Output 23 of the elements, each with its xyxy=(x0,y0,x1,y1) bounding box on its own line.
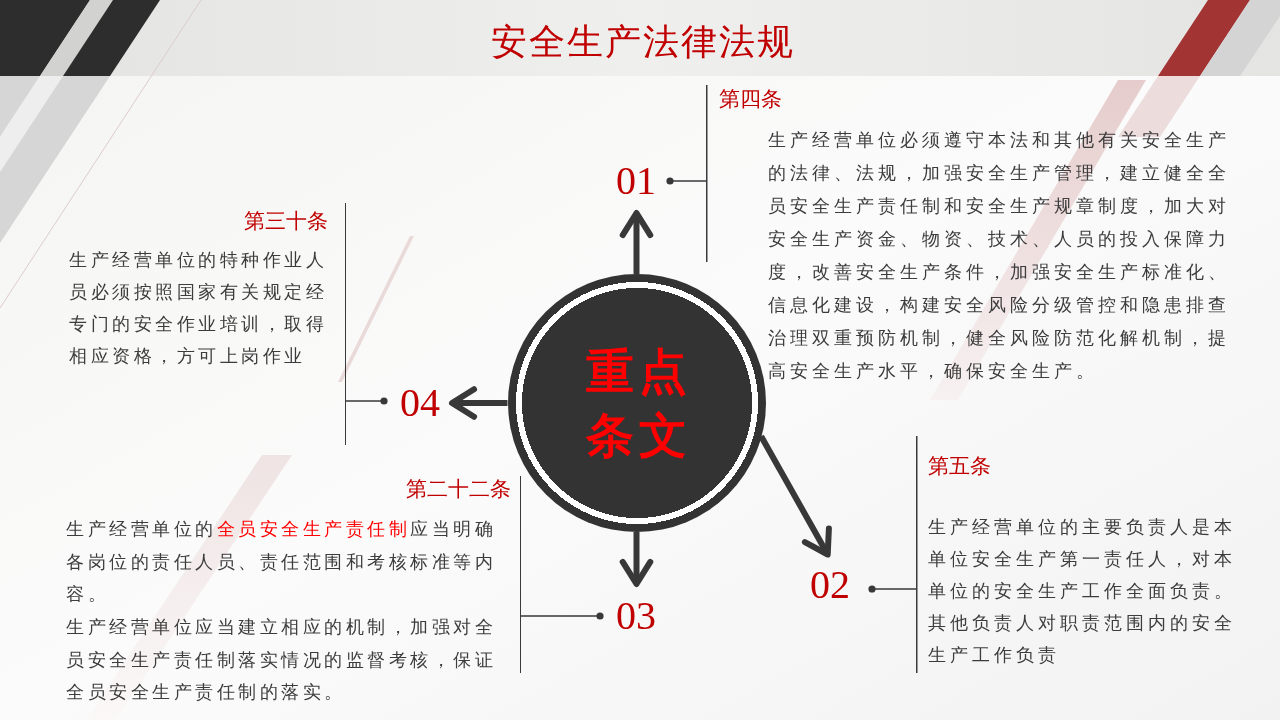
title: 安全生产法律法规 xyxy=(491,20,795,64)
leader-line xyxy=(868,585,917,593)
article-text: 生产经营单位应当建立相应的机制，加强对全员安全生产责任制落实情况的监督考核，保证全员安全生产责任制的落实。 xyxy=(66,615,497,704)
step-number: 01 xyxy=(616,161,656,201)
article-text: 生产经营单位的主要负责人是本单位安全生产第一责任人，对本单位的安全生产工作全面负责。其他负责人对职责范围内的安全生产工作负责 xyxy=(928,515,1237,667)
arrow xyxy=(758,434,832,558)
article-heading: 第二十二条 xyxy=(406,476,511,502)
arrow xyxy=(449,386,508,420)
step-number: 02 xyxy=(810,565,850,605)
article-heading: 第三十条 xyxy=(244,208,328,234)
leader-line xyxy=(520,612,604,620)
step-number: 03 xyxy=(616,596,656,636)
arrow xyxy=(619,532,654,587)
article-text: 生产经营单位的特种作业人员必须按照国家有关规定经专门的安全作业培训，取得相应资格，方可上岗作业 xyxy=(69,248,328,368)
leader-line xyxy=(666,177,707,185)
step-number: 04 xyxy=(400,383,440,423)
article-heading: 第五条 xyxy=(928,453,991,479)
circle-label: 重点条文 xyxy=(585,342,692,465)
article-heading: 第四条 xyxy=(719,86,782,112)
article-text: 生产经营单位必须遵守本法和其他有关安全生产的法律、法规，加强安全生产管理，建立健全全员安全生产责任制和安全生产规章制度，加大对安全生产资金、物资、技术、人员的投入保障力度，改善安全生产条件，加强安全生产标准化、信息化建设，构建安全风险分级管控和隐患排查治理双重预防机制，健全风险防范化解机制，提高安全生产水平，确保安全生产。 xyxy=(768,128,1231,383)
article-text: 生产经营单位的全员安全生产责任制应当明确各岗位的责任人员、责任范围和考核标准等内容。 xyxy=(66,517,497,606)
leader-line xyxy=(345,397,388,405)
arrow xyxy=(619,210,654,274)
